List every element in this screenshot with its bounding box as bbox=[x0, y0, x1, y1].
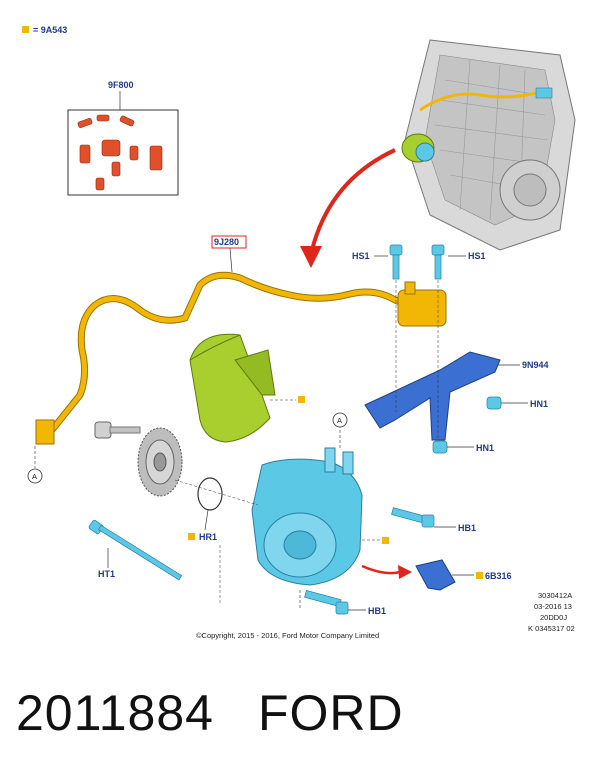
copyright-text: ©Copyright, 2015 - 2016, Ford Motor Comp… bbox=[196, 631, 379, 640]
hr1-label: HR1 bbox=[199, 532, 217, 542]
bracket bbox=[364, 351, 501, 441]
code-line-2: 03-2016 13 bbox=[534, 602, 572, 611]
ref-a-right-text: A bbox=[337, 416, 342, 425]
code-line-3: 20DD0J bbox=[540, 613, 567, 622]
bracket-label: 9N944 bbox=[522, 360, 549, 370]
ref-a-right bbox=[332, 412, 348, 428]
ht1-long-bolt bbox=[88, 519, 183, 581]
kit-parts-icon bbox=[77, 114, 163, 191]
kit-label: 9F800 bbox=[108, 80, 134, 90]
location-arrow bbox=[310, 148, 396, 251]
code-line-4: K 0345317 02 bbox=[528, 624, 575, 633]
hb1-lower-bolt bbox=[304, 590, 349, 615]
heat-shield bbox=[189, 333, 276, 443]
hs1-left-bolt bbox=[389, 244, 403, 280]
cover-part bbox=[415, 559, 456, 591]
hb1-upper-label: HB1 bbox=[458, 523, 476, 533]
hn1-upper-nut bbox=[486, 396, 502, 410]
legend-text: = 9A543 bbox=[33, 25, 67, 35]
hose-label-box bbox=[211, 235, 247, 249]
hs1-left-label: HS1 bbox=[352, 251, 370, 261]
brand-name: FORD bbox=[257, 685, 404, 741]
hs1-right-label: HS1 bbox=[468, 251, 486, 261]
gear-bolt bbox=[94, 421, 141, 439]
hn1-lower-nut bbox=[432, 440, 448, 454]
hn1-upper-label: HN1 bbox=[530, 399, 548, 409]
ref-a-left bbox=[27, 468, 43, 484]
kit-box bbox=[67, 109, 179, 196]
hn1-lower-label: HN1 bbox=[476, 443, 494, 453]
hs1-right-bolt bbox=[431, 244, 445, 280]
code-line-1: 3030412A bbox=[538, 591, 572, 600]
guide-lines bbox=[174, 280, 439, 605]
cover-marker bbox=[476, 572, 483, 579]
heat-shield-marker bbox=[298, 396, 305, 403]
cover-arrow bbox=[361, 564, 401, 575]
footer-caption: 2011884 FORD bbox=[16, 684, 448, 742]
ht1-label: HT1 bbox=[98, 569, 115, 579]
vacuum-hose bbox=[35, 271, 447, 445]
cover-label: 6B316 bbox=[485, 571, 512, 581]
hb1-lower-label: HB1 bbox=[368, 606, 386, 616]
legend-swatch bbox=[22, 26, 29, 33]
drive-gear bbox=[137, 427, 183, 497]
part-number: 2011884 bbox=[16, 685, 214, 741]
ring-seal bbox=[197, 477, 223, 511]
hose-label: 9J280 bbox=[214, 237, 239, 247]
ref-a-left-text: A bbox=[32, 472, 37, 481]
hb1-upper-bolt bbox=[391, 507, 435, 528]
vacuum-pump bbox=[251, 447, 363, 586]
hr1-marker bbox=[188, 533, 195, 540]
pump-marker bbox=[382, 537, 389, 544]
engine-illustration bbox=[401, 39, 576, 251]
